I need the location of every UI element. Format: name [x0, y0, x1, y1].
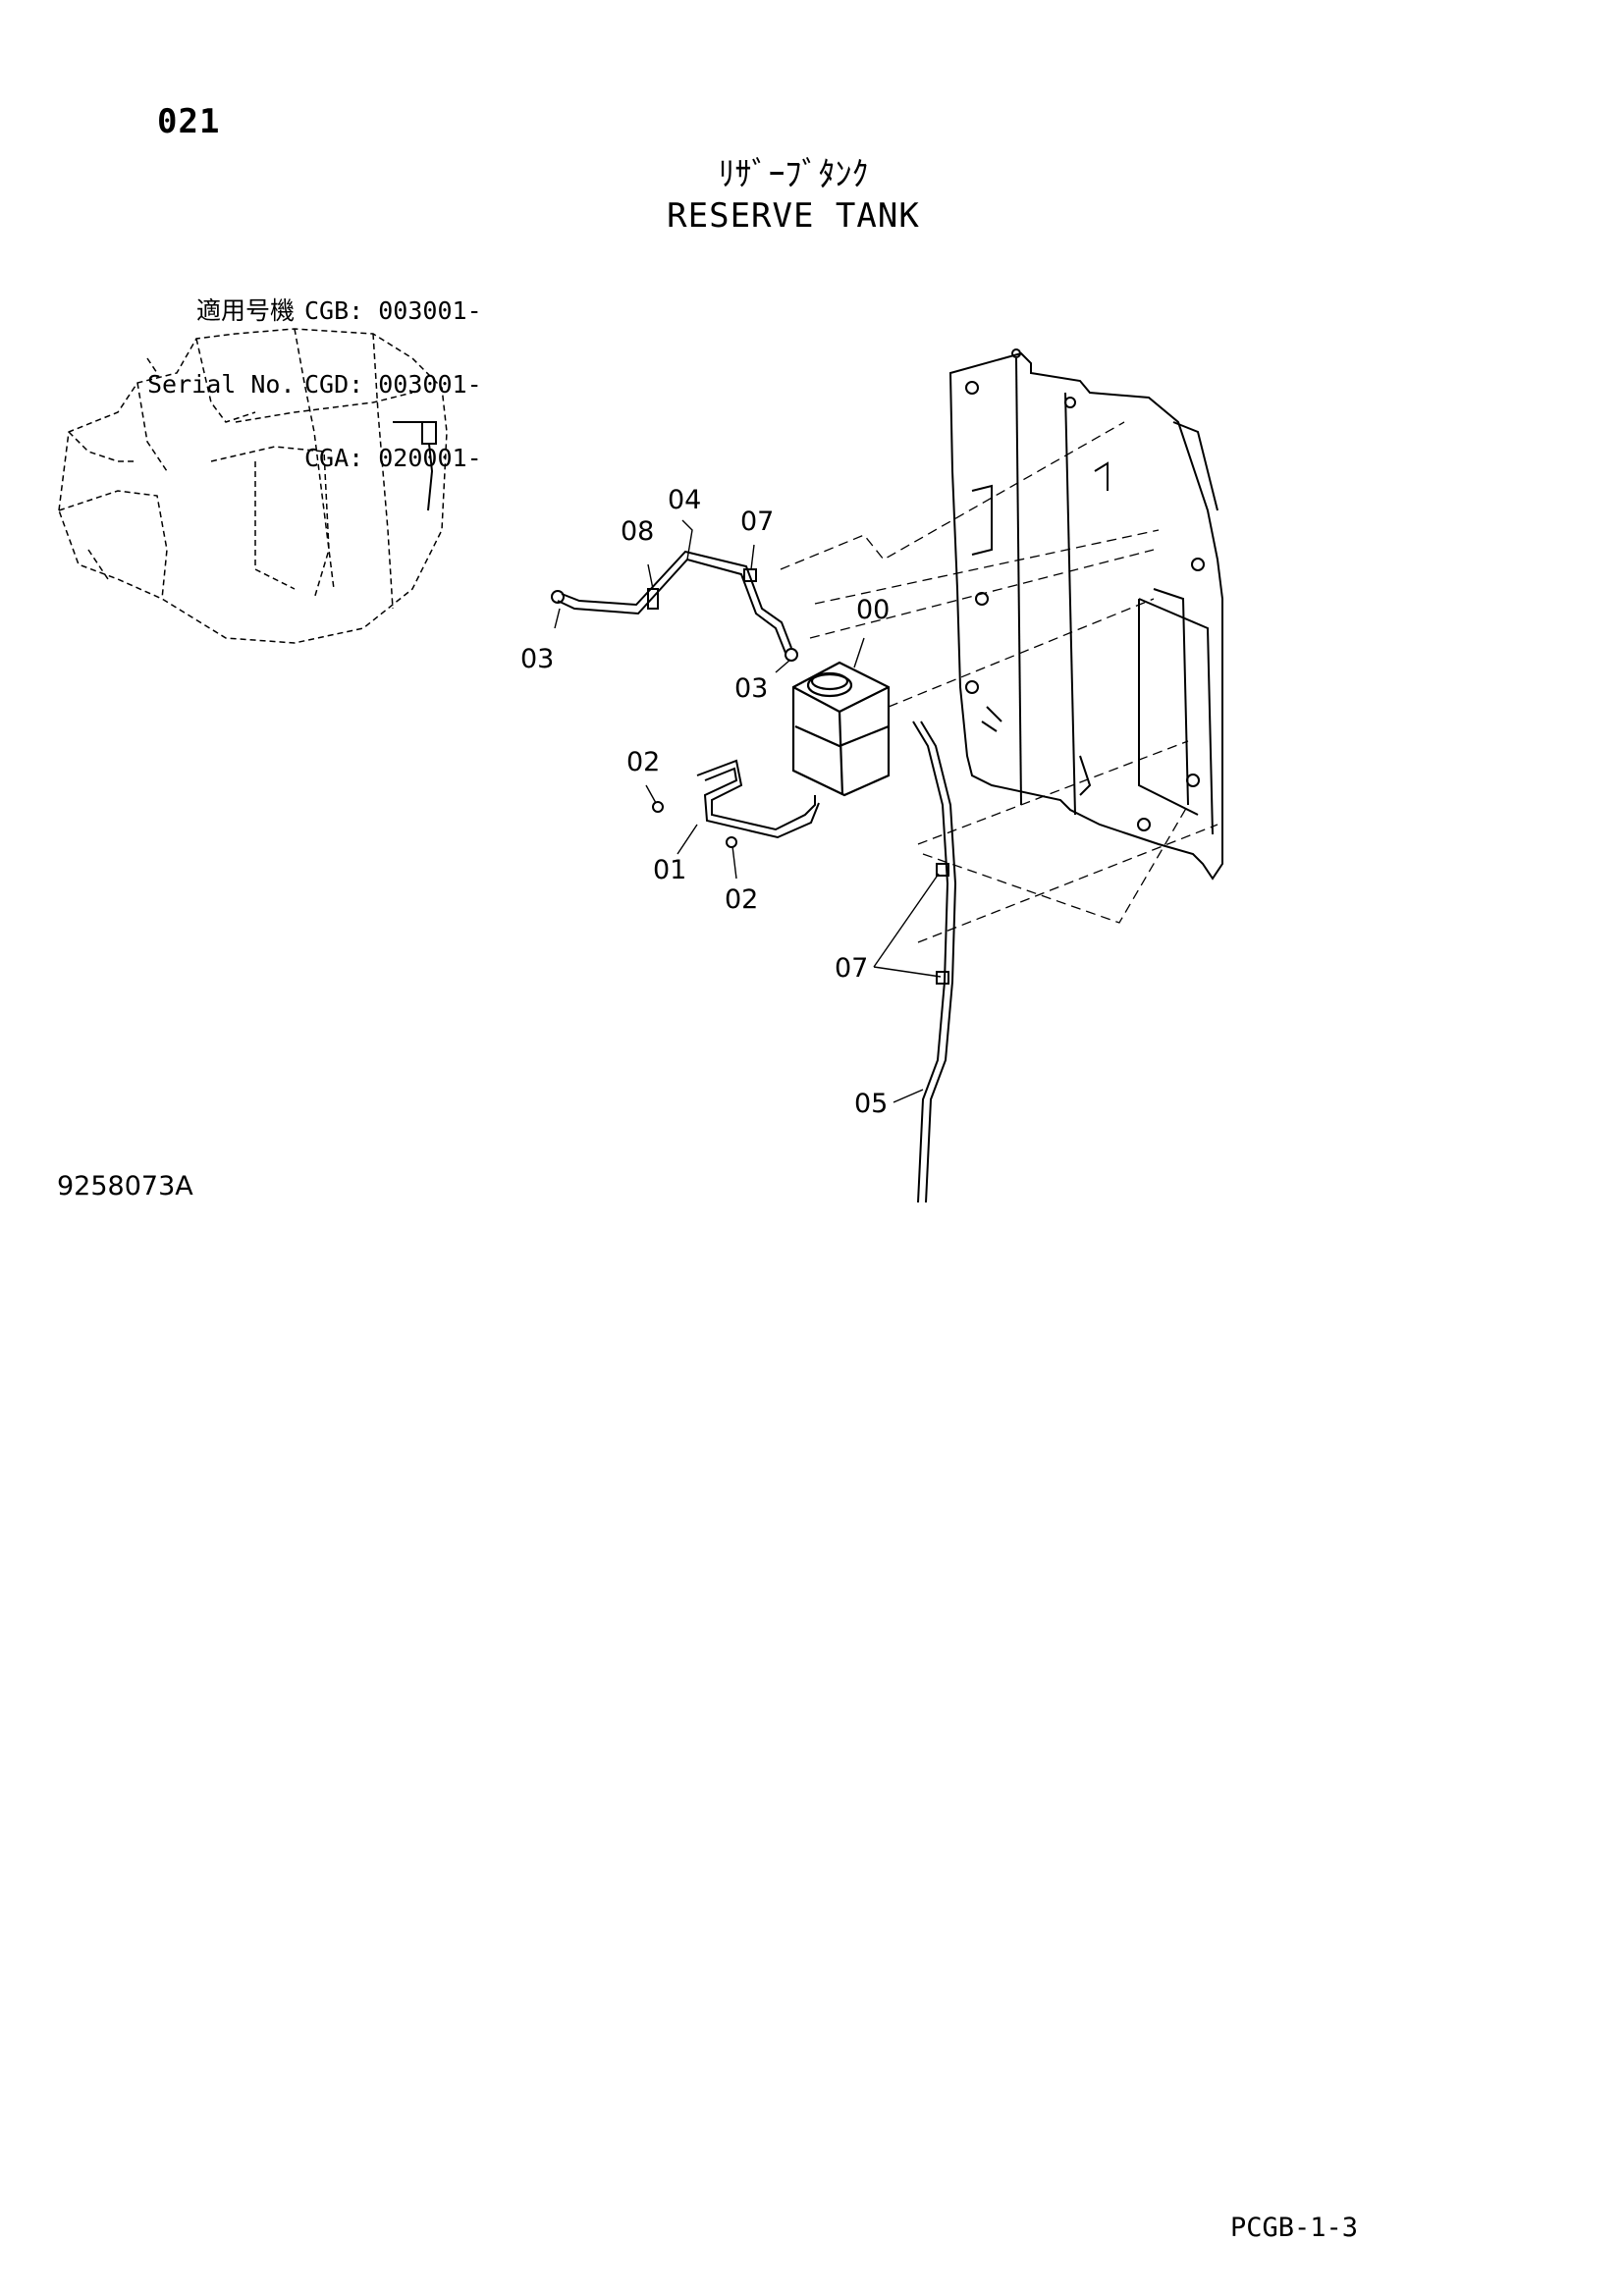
page-number: 021 [157, 102, 221, 141]
serial-label-jp: 適用号機 [195, 296, 295, 325]
callout-04: 04 [668, 485, 701, 515]
mounting-panel [948, 348, 1223, 881]
callout-02-bottom: 02 [725, 884, 758, 915]
callout-02-top: 02 [626, 747, 660, 777]
reserve-tank [791, 661, 891, 797]
bracket-01 [652, 759, 820, 848]
title-english: RESERVE TANK [667, 196, 920, 236]
callout-08: 08 [621, 516, 654, 547]
callout-07-bottom: 07 [835, 953, 868, 984]
serial-code-cgb: CGB: 003001- [304, 296, 482, 325]
serial-label-en: Serial No. [147, 370, 296, 399]
callout-03-left: 03 [520, 644, 554, 674]
callout-00: 00 [856, 595, 890, 625]
callout-labels: 04 08 07 00 03 03 02 01 02 07 05 [520, 485, 890, 1119]
callout-03-right: 03 [734, 673, 768, 704]
title-japanese: ﾘｻﾞｰﾌﾞﾀﾝｸ [718, 155, 869, 194]
hose-04 [551, 550, 798, 662]
assembly-leader-lines [780, 421, 1218, 943]
callout-05: 05 [854, 1089, 888, 1119]
serial-codes-block: CGB: 003001- CGD: 003001- CGA: 020001- [304, 249, 482, 495]
callout-07-top: 07 [740, 507, 774, 537]
excavator-location-thumbnail [58, 328, 448, 644]
thumbnail-tank-marker [393, 421, 437, 511]
serial-label-block: 適用号機 Serial No. [147, 249, 296, 421]
hose-05 [912, 721, 957, 1203]
drawing-number: 9258073A [57, 1171, 193, 1201]
callout-leaders [554, 519, 942, 1103]
callout-01: 01 [653, 855, 686, 885]
footer-code: PCGB-1-3 [1230, 2213, 1359, 2243]
